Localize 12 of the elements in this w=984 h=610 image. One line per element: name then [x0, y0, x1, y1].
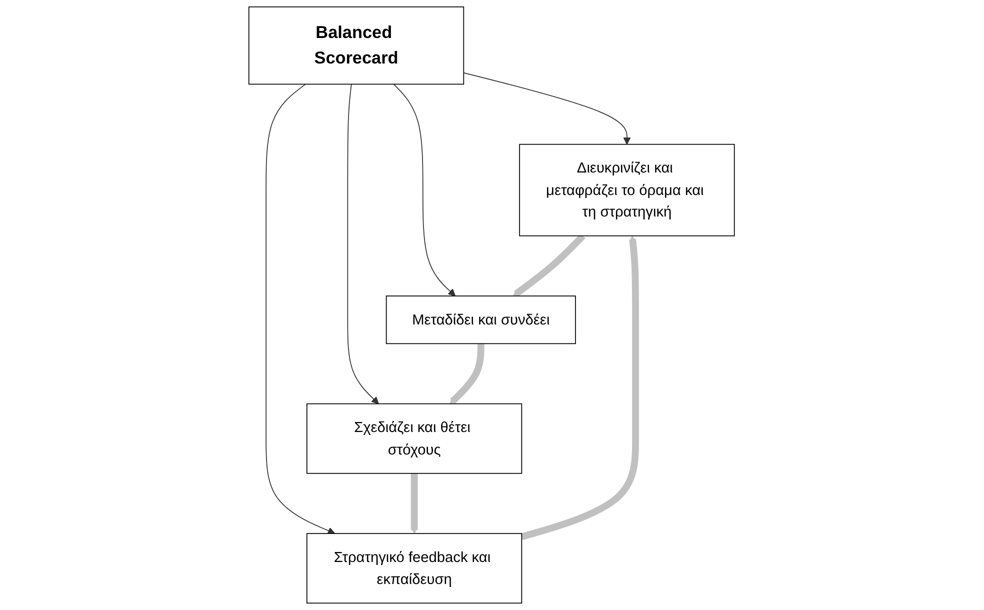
arrow	[464, 72, 632, 145]
arrow	[410, 473, 418, 534]
arrow	[394, 84, 456, 296]
node-box: Στρατηγικό feedback και εκπαίδευση	[306, 533, 522, 604]
node-box: Διευκρινίζει και μεταφράζει το όραμα και τη στρατηγική	[520, 144, 736, 236]
node-box: Σχεδιάζει και θέτει στόχους	[306, 403, 522, 474]
node-box: Μεταδίδει και συνδέει	[386, 296, 576, 344]
arrow	[450, 344, 485, 404]
arrow	[266, 84, 336, 534]
node-box: Balanced Scorecard	[248, 6, 464, 85]
arrow	[348, 84, 380, 404]
arrow	[521, 236, 640, 540]
